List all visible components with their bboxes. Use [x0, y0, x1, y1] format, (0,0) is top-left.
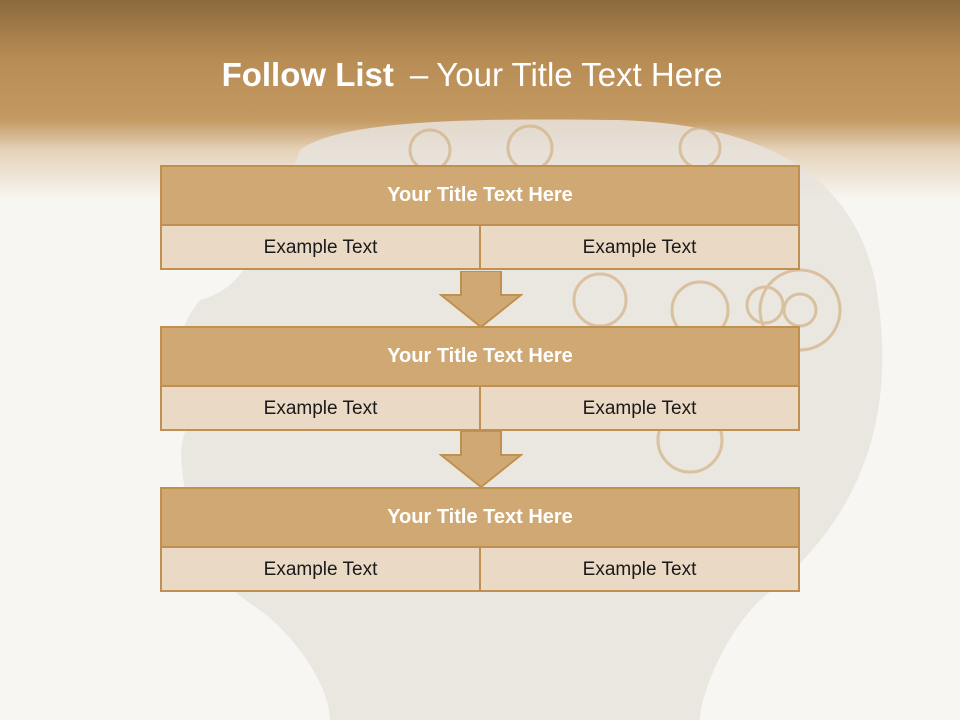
slide-title: Follow List–Your Title Text Here — [0, 56, 944, 94]
list-panel-row: Example Text Example Text — [162, 226, 798, 270]
list-panel-cell-left: Example Text — [263, 398, 378, 419]
slide-title-rest: Your Title Text Here — [436, 56, 723, 93]
list-panel-cell-right: Example Text — [479, 226, 798, 270]
list-panel-cell-right: Example Text — [479, 548, 798, 592]
slide-title-bold: Follow List — [221, 56, 394, 93]
list-panel-2: Your Title Text Here Example Text Exampl… — [160, 326, 800, 431]
list-panel-row: Example Text Example Text — [162, 387, 798, 431]
list-panel-title: Your Title Text Here — [162, 167, 798, 226]
slide-title-dash: – — [409, 56, 429, 93]
list-panel-3: Your Title Text Here Example Text Exampl… — [160, 487, 800, 592]
list-panel-cell-left: Example Text — [263, 237, 378, 258]
list-panel-1: Your Title Text Here Example Text Exampl… — [160, 165, 800, 270]
list-panel-title: Your Title Text Here — [162, 328, 798, 387]
down-arrow-icon — [439, 271, 523, 329]
list-panel-row: Example Text Example Text — [162, 548, 798, 592]
list-panel-cell-left: Example Text — [263, 559, 378, 580]
down-arrow-icon — [439, 431, 523, 489]
list-panel-title: Your Title Text Here — [162, 489, 798, 548]
list-panel-cell-right: Example Text — [479, 387, 798, 431]
